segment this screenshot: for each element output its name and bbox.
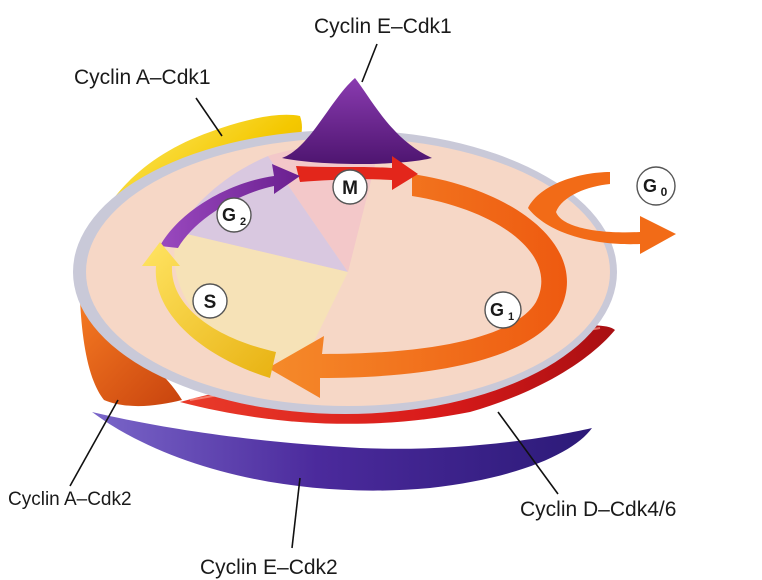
- cyclin-e-cdk1-peak: [282, 78, 432, 164]
- cyclin-e-cdk2-label: Cyclin E–Cdk2: [200, 556, 338, 579]
- phase-m-label: M: [342, 178, 358, 199]
- phase-s-marker: S: [193, 284, 227, 318]
- cyclin-e-cdk1-label: Cyclin E–Cdk1: [314, 15, 452, 38]
- phase-g1-marker: G 1: [485, 292, 521, 328]
- phase-g0-subscript: 0: [661, 185, 668, 199]
- phase-g2-letter: G: [222, 205, 236, 225]
- phase-g0-marker: G 0: [637, 167, 675, 205]
- phase-m-marker: M: [333, 170, 367, 204]
- phase-s-label: S: [204, 292, 217, 313]
- cyclin-a-cdk1-label: Cyclin A–Cdk1: [74, 66, 211, 89]
- phase-g1-subscript: 1: [508, 311, 514, 323]
- cyclin-a-cdk1-leader: [196, 98, 222, 136]
- phase-g0-letter: G: [643, 176, 657, 196]
- phase-g2-marker: G 2: [217, 198, 251, 232]
- cyclin-e-cdk2-leader: [292, 478, 300, 548]
- phase-g2-subscript: 2: [240, 216, 246, 228]
- cyclin-d-cdk46-label: Cyclin D–Cdk4/6: [520, 498, 676, 521]
- cyclin-e-cdk2-wedge: [92, 412, 592, 491]
- phase-g1-letter: G: [490, 300, 504, 320]
- cyclin-e-cdk1-leader: [362, 44, 377, 82]
- cyclin-a-cdk2-label: Cyclin A–Cdk2: [8, 489, 132, 510]
